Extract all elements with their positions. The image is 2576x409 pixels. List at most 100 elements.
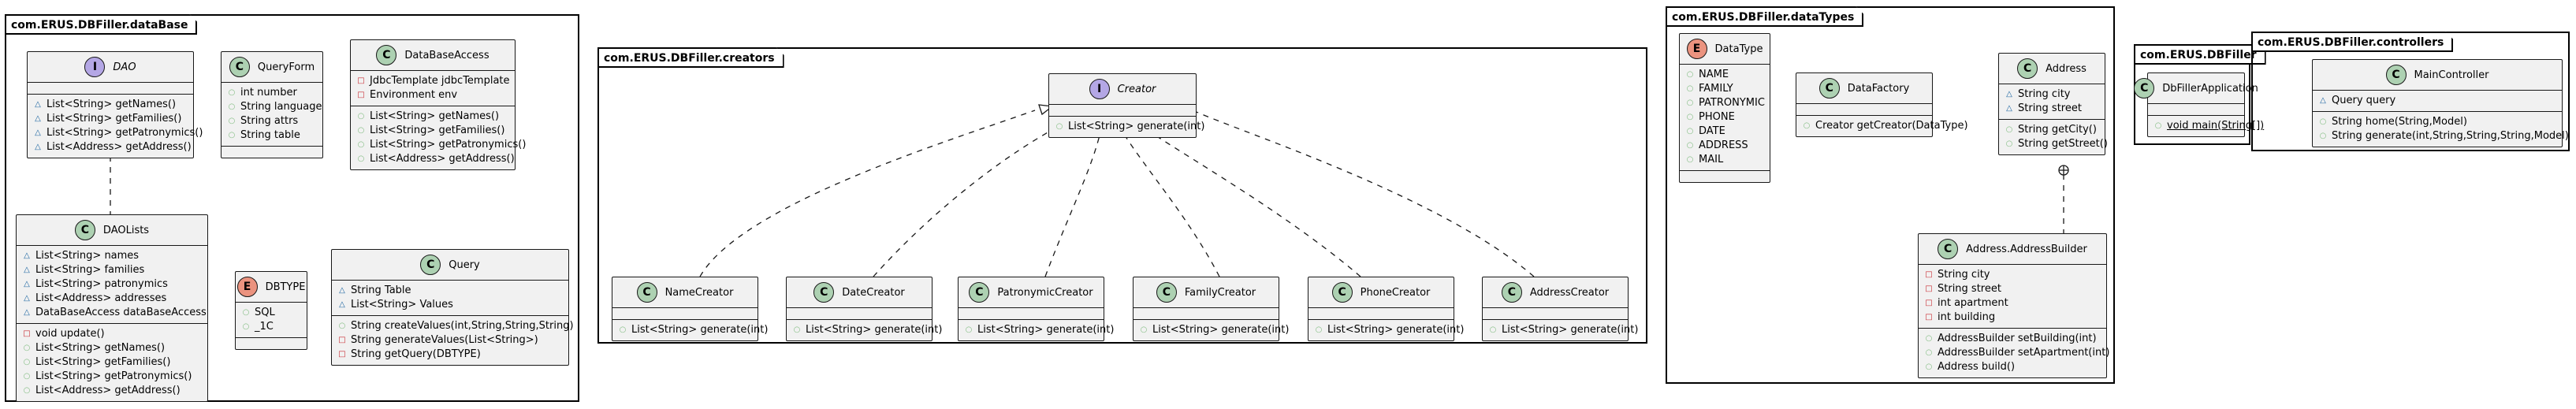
field-row: ○String language <box>228 100 322 114</box>
method-text: List<String> getFamilies() <box>370 125 505 136</box>
package-visibility-icon: △ <box>35 128 41 137</box>
field-row: ○ADDRESS <box>1686 139 1770 153</box>
class-fields: □String city□String street□int apartment… <box>1919 265 2106 329</box>
package-visibility-icon: △ <box>24 280 30 288</box>
method-row: ○Creator getCreator(DataType) <box>1803 119 1968 133</box>
public-visibility-icon: ○ <box>2154 121 2162 130</box>
public-visibility-icon: ○ <box>1803 121 1811 130</box>
package-title: com.ERUS.DBFiller.dataBase <box>5 14 197 35</box>
field-row: □String street <box>1925 282 2106 296</box>
package-title: com.ERUS.DBFiller.controllers <box>2251 32 2453 52</box>
class-methods: ○void main(String[]) <box>2148 116 2265 136</box>
class-methods: ○List<String> generate(int) <box>1483 320 1639 340</box>
class-fields <box>612 308 758 320</box>
method-text: List<String> generate(int) <box>977 324 1115 336</box>
interface-badge-icon: I <box>1089 79 1110 99</box>
public-visibility-icon: ○ <box>228 88 236 97</box>
public-visibility-icon: ○ <box>2319 117 2327 126</box>
package-visibility-icon: △ <box>24 251 30 260</box>
class-name: FamilyCreator <box>1184 286 1256 299</box>
class-fields: △List<String> names△List<String> familie… <box>17 246 207 324</box>
method-row: □String generateValues(List<String>) <box>338 333 568 348</box>
method-row: ○List<String> generate(int) <box>1140 323 1290 337</box>
public-visibility-icon: ○ <box>242 308 250 317</box>
public-visibility-icon: ○ <box>1686 127 1694 136</box>
field-text: int number <box>240 87 297 99</box>
package-visibility-icon: △ <box>35 100 41 109</box>
field-text: SQL <box>255 307 275 318</box>
public-visibility-icon: ○ <box>965 325 973 334</box>
field-row: ○_1C <box>242 320 307 334</box>
class-methods: ○List<String> generate(int) <box>1049 117 1205 137</box>
field-row: ○PATRONYMIC <box>1686 96 1770 110</box>
class-badge-icon: C <box>1156 282 1177 303</box>
class-methods <box>221 147 322 158</box>
class-fields <box>1049 105 1196 117</box>
class-familycreator: C FamilyCreator ○List<String> generate(int… <box>1133 277 1290 341</box>
class-badge-icon: C <box>1938 239 1959 259</box>
method-text: String getStreet() <box>2018 138 2108 150</box>
package-title: com.ERUS.DBFiller.dataTypes <box>1666 6 1863 27</box>
package-root: com.ERUS.DBFiller <box>2134 44 2250 145</box>
public-visibility-icon: ○ <box>1686 155 1694 164</box>
package-title: com.ERUS.DBFiller.creators <box>597 47 784 68</box>
method-text: List<String> generate(int) <box>1327 324 1465 336</box>
class-badge-icon: C <box>2134 78 2155 99</box>
class-name: DataBaseAccess <box>404 49 490 61</box>
field-row: ○DATE <box>1686 125 1770 139</box>
field-text: String street <box>2018 102 2082 114</box>
class-badge-icon: C <box>636 282 657 303</box>
field-row: △List<String> families <box>23 263 207 277</box>
class-badge-icon: C <box>813 282 835 303</box>
class-methods: ○ List<String> generate(int) <box>959 320 1115 340</box>
method-text: List<String> generate(int) <box>631 324 769 336</box>
public-visibility-icon: ○ <box>1315 325 1323 334</box>
field-text: _1C <box>255 321 274 333</box>
class-badge-icon: C <box>1818 78 1840 99</box>
private-visibility-icon: □ <box>357 91 365 99</box>
method-text: List<String> getNames() <box>47 99 177 110</box>
method-row: ○String getStreet() <box>2005 137 2108 151</box>
method-row: ○Address build() <box>1925 360 2106 374</box>
public-visibility-icon: ○ <box>1686 113 1694 121</box>
public-visibility-icon: ○ <box>619 325 627 334</box>
method-row: ○String home(String,Model) <box>2319 115 2562 129</box>
class-methods: △ List<String> getNames() △List<String> ge… <box>28 95 203 158</box>
class-methods: ○String getCity()○String getStreet() <box>1999 120 2108 154</box>
package-visibility-icon: △ <box>2320 96 2326 105</box>
method-row: □String getQuery(DBTYPE) <box>338 348 568 362</box>
method-row: □void update() <box>23 327 207 341</box>
field-row: △List<String> patronymics <box>23 277 207 292</box>
enum-badge-icon: E <box>1686 39 1707 59</box>
public-visibility-icon: ○ <box>357 126 365 135</box>
class-name: Query <box>449 258 480 271</box>
public-visibility-icon: ○ <box>228 131 236 139</box>
class-name: DAO <box>113 61 136 73</box>
field-text: List<String> Values <box>351 299 453 310</box>
method-row: ○String getCity() <box>2005 123 2105 137</box>
public-visibility-icon: ○ <box>1055 122 1063 131</box>
public-visibility-icon: ○ <box>357 140 365 149</box>
package-visibility-icon: △ <box>2006 104 2012 113</box>
package-creators: com.ERUS.DBFiller.creators <box>597 47 1647 344</box>
method-row: △List<String> getFamilies() <box>34 112 193 126</box>
field-text: Query query <box>2332 95 2396 106</box>
class-name: DbFillerApplication <box>2162 82 2258 95</box>
field-row: □String city <box>1925 268 2106 282</box>
class-methods: ○String home(String,Model)○String genera… <box>2313 112 2569 147</box>
method-text: String createValues(int,String,String,St… <box>351 320 574 332</box>
method-text: List<Address> getAddress() <box>35 385 181 396</box>
package-visibility-icon: △ <box>339 286 345 295</box>
method-text: Address build() <box>1938 361 2016 373</box>
field-row: ○NAME <box>1686 68 1770 82</box>
public-visibility-icon: ○ <box>1686 84 1694 93</box>
method-row: ○String createValues(int,String,String,S… <box>338 319 574 333</box>
